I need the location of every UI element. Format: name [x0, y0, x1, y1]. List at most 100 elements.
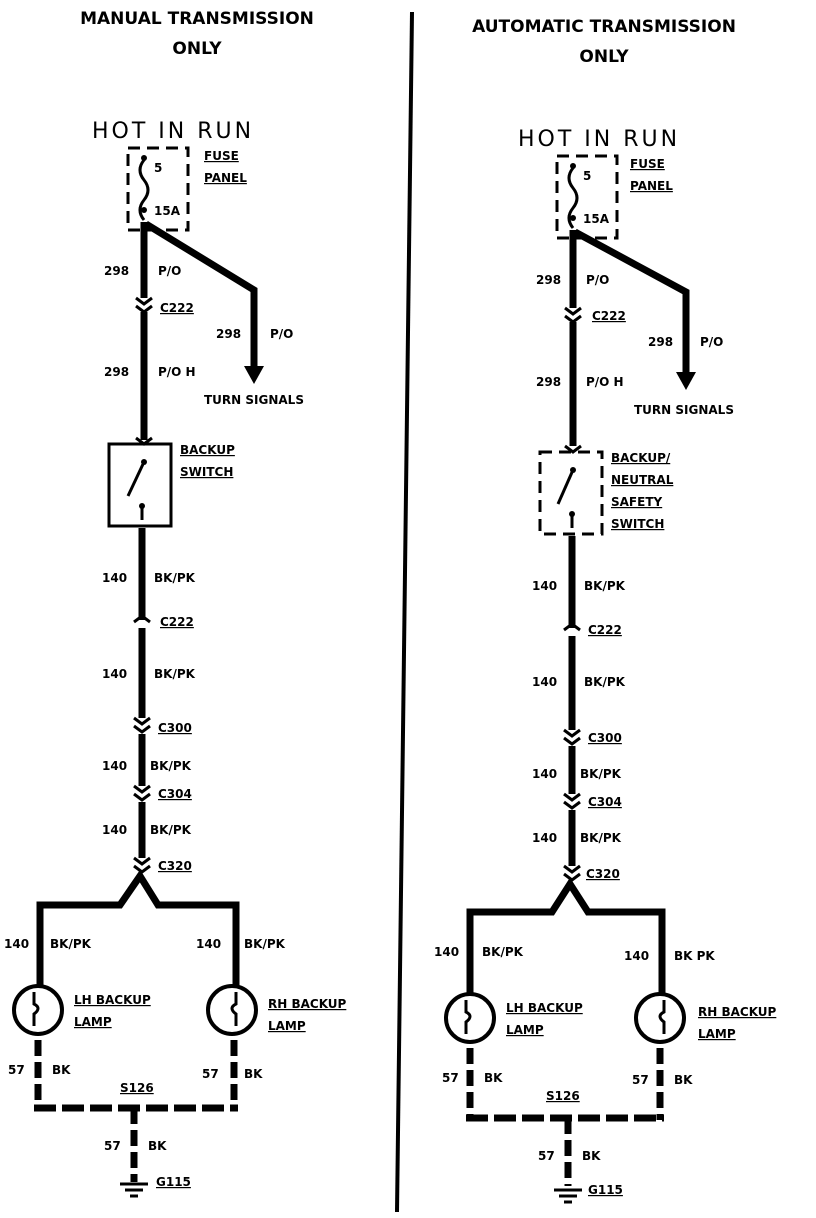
manual-wire5-num: 140 — [102, 759, 127, 773]
auto-ground-color: BK — [582, 1149, 601, 1163]
auto-wire-label-color-2: P/O H — [586, 375, 624, 389]
auto-fuse-label: FUSE — [630, 157, 665, 171]
section-divider — [395, 11, 414, 1213]
manual-fuse-label: FUSE — [204, 149, 239, 163]
auto-rh-lamp-label-2: LAMP — [698, 1027, 736, 1041]
auto-rh-lamp-filament — [658, 1000, 666, 1034]
manual-wire-label-color: P/O — [158, 264, 181, 278]
auto-switch-connector-top — [564, 444, 582, 454]
auto-wire6-num: 140 — [532, 831, 557, 845]
auto-connector-c320: C320 — [586, 867, 620, 881]
auto-lamp-bus — [466, 877, 666, 995]
manual-lh-lamp-filament — [32, 992, 40, 1026]
auto-left-wire-num: 140 — [434, 945, 459, 959]
auto-ground-num: 57 — [538, 1149, 555, 1163]
manual-connector-c304-icon — [133, 784, 151, 802]
manual-wire5-color: BK/PK — [150, 759, 192, 773]
manual-backup-switch-box — [107, 442, 173, 528]
auto-wire-label-num-2: 298 — [536, 375, 561, 389]
auto-switch-label-4: SWITCH — [611, 517, 664, 531]
manual-rh-ground-num: 57 — [202, 1067, 219, 1081]
auto-connector-c222-icon — [564, 306, 582, 324]
manual-rh-lamp-label: RH BACKUP — [268, 997, 347, 1011]
manual-rh-lamp-filament — [230, 992, 238, 1026]
auto-ground-icon — [554, 1188, 582, 1204]
auto-fuse-terminal-bottom — [570, 215, 576, 221]
auto-right-wire-num: 140 — [624, 949, 649, 963]
auto-hot-in-run: HOT IN RUN — [518, 127, 680, 152]
manual-rh-ground-color: BK — [244, 1067, 263, 1081]
manual-arrow-icon — [244, 366, 264, 384]
auto-connector-c222-b: C222 — [588, 623, 622, 637]
auto-arrow-icon — [676, 372, 696, 390]
auto-rh-ground-num: 57 — [632, 1073, 649, 1087]
auto-connector-c300: C300 — [588, 731, 622, 745]
auto-fuse-icon — [567, 167, 579, 229]
manual-connector-c222-b: C222 — [160, 615, 194, 629]
auto-title-only: ONLY — [579, 47, 629, 67]
manual-wire-label-num: 298 — [104, 264, 129, 278]
auto-wire6-color: BK/PK — [580, 831, 622, 845]
manual-left-wire-num: 140 — [4, 937, 29, 951]
auto-wire3-color: BK/PK — [584, 579, 626, 593]
auto-wire5-color: BK/PK — [580, 767, 622, 781]
manual-fuse-number: 5 — [154, 161, 162, 175]
manual-right-wire-color: BK/PK — [244, 937, 286, 951]
auto-left-wire-color: BK/PK — [482, 945, 524, 959]
manual-lh-lamp-icon — [12, 984, 64, 1036]
manual-lh-lamp-label-2: LAMP — [74, 1015, 112, 1029]
manual-wire-label-color-2: P/O H — [158, 365, 196, 379]
auto-wire3-num: 140 — [532, 579, 557, 593]
auto-branch-wire — [573, 228, 690, 374]
manual-fuse-terminal-top — [141, 155, 147, 161]
auto-lh-lamp-label-2: LAMP — [506, 1023, 544, 1037]
manual-wire-label-num-2: 298 — [104, 365, 129, 379]
manual-connector-c300: C300 — [158, 721, 192, 735]
manual-lh-lamp-label: LH BACKUP — [74, 993, 151, 1007]
manual-connector-c222-icon — [135, 296, 153, 314]
manual-right-wire-num: 140 — [196, 937, 221, 951]
auto-wire-label-color: P/O — [586, 273, 609, 287]
manual-left-wire-color: BK/PK — [50, 937, 92, 951]
manual-title: MANUAL TRANSMISSION — [80, 9, 314, 29]
auto-connector-c222: C222 — [592, 309, 626, 323]
manual-wire6-num: 140 — [102, 823, 127, 837]
manual-connector-c222-2-icon — [133, 614, 151, 624]
auto-rh-lamp-icon — [634, 992, 686, 1044]
manual-title-only: ONLY — [172, 39, 222, 59]
manual-ground-id: G115 — [156, 1175, 191, 1189]
manual-connector-c304: C304 — [158, 787, 192, 801]
auto-splice: S126 — [546, 1089, 580, 1103]
auto-wire4-num: 140 — [532, 675, 557, 689]
manual-fuse-label-2: PANEL — [204, 171, 247, 185]
auto-rh-ground-color: BK — [674, 1073, 693, 1087]
manual-branch-wire — [144, 221, 258, 368]
auto-connector-c222-2-icon — [563, 622, 581, 632]
auto-lh-ground-num: 57 — [442, 1071, 459, 1085]
manual-fuse-terminal-bottom — [141, 207, 147, 213]
auto-lh-lamp-filament — [464, 1000, 472, 1034]
auto-switch-label: BACKUP/ — [611, 451, 671, 465]
manual-ground-icon — [120, 1182, 148, 1198]
manual-lh-ground-color: BK — [52, 1063, 71, 1077]
manual-lamp-bus — [36, 869, 240, 985]
manual-connector-c320: C320 — [158, 859, 192, 873]
auto-ground-id: G115 — [588, 1183, 623, 1197]
manual-switch-arm — [126, 461, 146, 497]
auto-safety-switch-box — [538, 450, 604, 536]
auto-fuse-number: 5 — [583, 169, 591, 183]
manual-lh-ground-num: 57 — [8, 1063, 25, 1077]
auto-fuse-terminal-top — [570, 163, 576, 169]
auto-lh-lamp-icon — [444, 992, 496, 1044]
auto-connector-c320-icon — [563, 864, 581, 882]
auto-branch-num: 298 — [648, 335, 673, 349]
manual-branch-color: P/O — [270, 327, 293, 341]
auto-switch-label-3: SAFETY — [611, 495, 663, 509]
auto-wire-label-num: 298 — [536, 273, 561, 287]
manual-ground-color: BK — [148, 1139, 167, 1153]
manual-wire4-num: 140 — [102, 667, 127, 681]
auto-lh-lamp-label: LH BACKUP — [506, 1001, 583, 1015]
auto-right-wire-color: BK PK — [674, 949, 715, 963]
manual-ground-num: 57 — [104, 1139, 121, 1153]
